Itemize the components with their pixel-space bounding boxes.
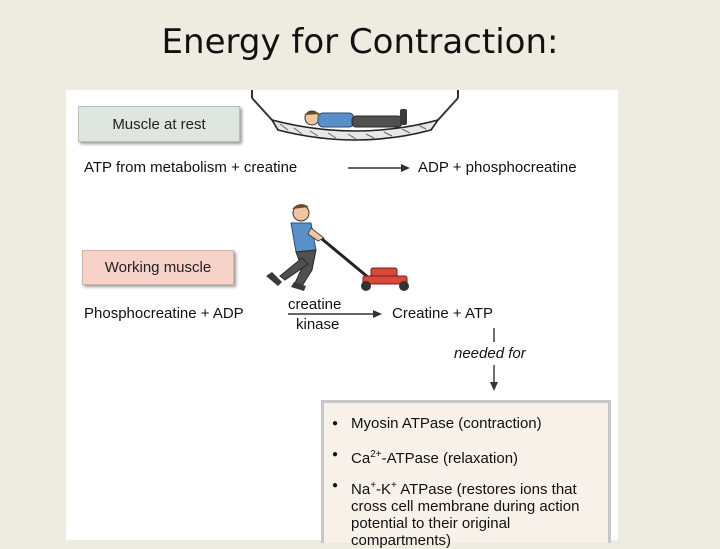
reaction-arrows <box>288 164 498 391</box>
mower-person-shirt <box>290 222 317 253</box>
needed-for-label: needed for <box>454 345 526 362</box>
diagram-figure: Muscle at rest ATP from metabolism + cre… <box>66 90 618 549</box>
illustrations <box>251 90 498 391</box>
work-reactant: Phosphocreatine + ADP <box>84 305 244 322</box>
list-item: ● Ca2+-ATPase (relaxation) <box>332 446 606 467</box>
list-item: ● Na+-K+ ATPase (restores ions that cros… <box>332 477 606 549</box>
working-muscle-label: Working muscle <box>82 250 234 285</box>
work-product: Creatine + ATP <box>392 305 494 322</box>
person-shoe <box>400 109 407 125</box>
ca-atpase-text: Ca2+-ATPase (relaxation) <box>351 449 519 467</box>
hammock-person-illustration <box>251 90 459 141</box>
rest-product: ADP + phosphocreatine <box>418 159 577 176</box>
hammock-rope-right <box>437 97 459 121</box>
bullet-icon: ● <box>332 480 339 491</box>
rest-reactant: ATP from metabolism + creatine <box>84 159 298 176</box>
enzyme-name-bottom: kinase <box>296 316 340 333</box>
slide-title: Energy for Contraction: <box>161 22 559 62</box>
muscle-at-rest-label: Muscle at rest <box>78 106 240 142</box>
hammock-rope-left <box>251 97 273 121</box>
hammock-net <box>270 118 440 141</box>
mower-handle <box>321 237 370 280</box>
person-pants <box>351 115 403 128</box>
enzyme-name-top: creatine <box>288 296 342 313</box>
bullet-icon: ● <box>332 449 339 460</box>
bullet-icon: ● <box>332 418 339 429</box>
mowing-person-illustration <box>266 203 409 291</box>
atp-uses-list: ● Myosin ATPase (contraction) ● Ca2+-ATP… <box>321 400 611 549</box>
person-shirt <box>317 112 355 128</box>
list-item: ● Myosin ATPase (contraction) <box>332 415 606 432</box>
na-k-atpase-text: Na+-K+ ATPase (restores ions that cross … <box>351 480 580 549</box>
myosin-atpase-text: Myosin ATPase (contraction) <box>351 415 542 432</box>
